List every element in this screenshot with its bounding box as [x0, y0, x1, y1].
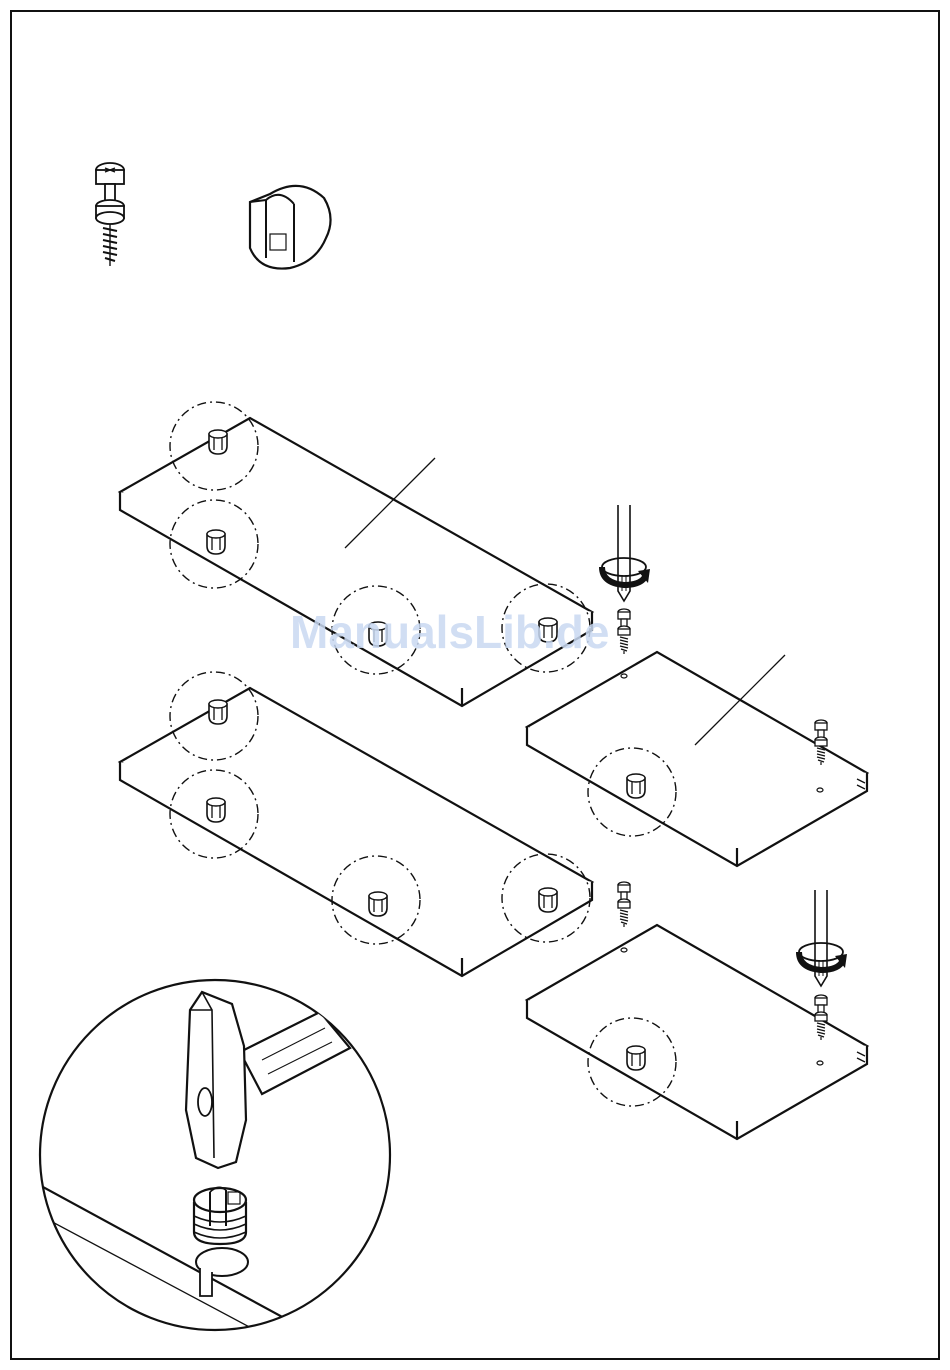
hammer-detail-circle	[30, 980, 390, 1370]
shelf-panel-middle	[120, 688, 592, 976]
screwdriver-icon	[602, 505, 650, 601]
cam-lock-fitting-large	[194, 1187, 246, 1244]
screwdriver-icon-2	[799, 890, 847, 986]
cam-lock-fitting-icon	[250, 186, 331, 269]
shelf-panel-top	[120, 418, 592, 706]
side-panel-upper	[527, 652, 867, 866]
hammer-icon	[186, 992, 246, 1168]
cam-bolt-screw-icon	[96, 163, 124, 266]
